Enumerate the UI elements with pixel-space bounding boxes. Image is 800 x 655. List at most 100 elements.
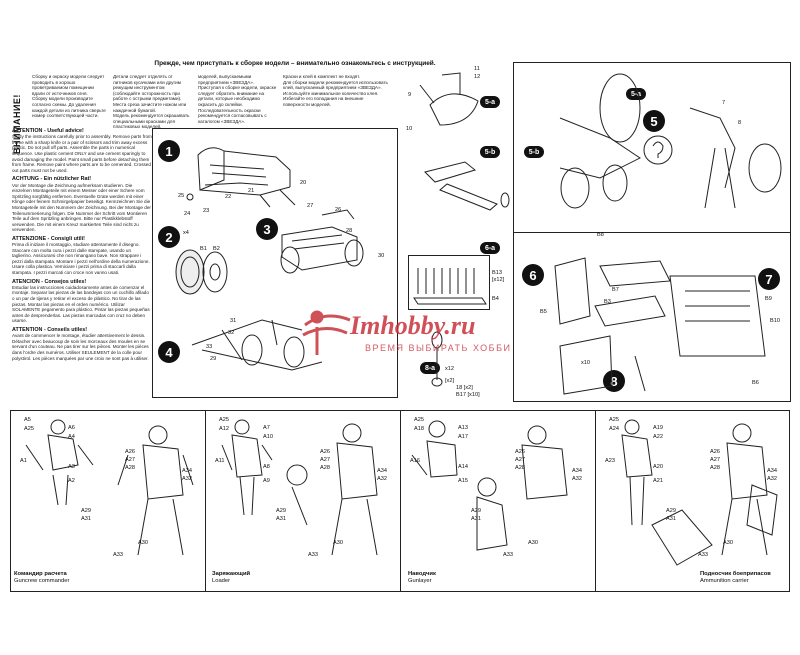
figure-3-part-label: A26 <box>515 449 525 455</box>
step-6a-pins-drawing <box>412 258 488 308</box>
figure-2-part-label: A12 <box>219 426 229 432</box>
figure-4-part-label: A22 <box>653 434 663 440</box>
figure-1-drawing <box>18 415 198 565</box>
figure-2-part-label: A29 <box>276 508 286 514</box>
part-label-8: 8 <box>738 120 742 126</box>
part-label-B9: B9 <box>765 296 772 302</box>
advice-it-head: ATTENZIONE - Consigli utili! <box>12 235 85 242</box>
advice-fr: ATTENTION - Conseils utiles! Avant de co… <box>12 327 152 361</box>
figure-2-part-label: A9 <box>263 478 270 484</box>
figure-3-drawing <box>407 415 587 565</box>
figure-1-part-label: A31 <box>81 516 91 522</box>
figure-2-part-label: A33 <box>308 552 318 558</box>
figure-4-part-label: A31 <box>666 516 676 522</box>
figure-2-title-ru: Заряжающий <box>212 571 251 577</box>
figure-1-part-label: A32 <box>182 476 192 482</box>
part-label-27: 27 <box>307 203 314 209</box>
advice-it-text: Prima di iniziare il montaggio, studiare… <box>12 242 150 276</box>
part-label-33: 33 <box>206 344 213 350</box>
figure-1-part-label: A2 <box>68 478 75 484</box>
figure-4-title-en: Ammunition carrier <box>700 578 749 584</box>
figure-2-part-label: A32 <box>377 476 387 482</box>
figure-3-part-label: A31 <box>471 516 481 522</box>
steps-5-8-divider <box>513 232 791 233</box>
figure-4-part-label: A26 <box>710 449 720 455</box>
figure-3-part-label: A18 <box>414 426 424 432</box>
part-label-B8: B8 <box>597 232 604 238</box>
figure-4-part-label: A34 <box>767 468 777 474</box>
part-label-28: 28 <box>346 228 353 234</box>
figure-4-part-label: A28 <box>710 465 720 471</box>
figure-4-part-label: A25 <box>609 417 619 423</box>
figure-3-part-label: A30 <box>528 540 538 546</box>
advice-de-text: Vor der Montage die Zeichnung aufmerksam… <box>12 182 151 233</box>
figure-2-part-label: A34 <box>377 468 387 474</box>
advice-es-head: ATENCION - Consejos utiles! <box>12 278 87 285</box>
figure-3-part-label: A32 <box>572 476 582 482</box>
ru-column-1: Сборку и окраску модели следует проводит… <box>32 74 106 119</box>
part-label-7: 7 <box>722 100 726 106</box>
figure-3-part-label: A15 <box>458 478 468 484</box>
shell-part-drawing <box>425 330 455 390</box>
part-label-30: 30 <box>378 253 385 259</box>
part-label-23: 23 <box>203 208 210 214</box>
figure-2-part-label: A28 <box>320 465 330 471</box>
advice-en-head: ATTENTION - Useful advice! <box>12 128 84 134</box>
shield-part-drawing <box>400 65 500 135</box>
figure-2-part-label: A8 <box>263 464 270 470</box>
figure-4-part-label: A33 <box>698 552 708 558</box>
advice-de-head: ACHTUNG - Ein nützlicher Rat! <box>12 176 92 183</box>
figure-4-part-label: A24 <box>609 426 619 432</box>
figure-3-part-label: A14 <box>458 464 468 470</box>
advice-es: ATENCION - Consejos utiles! Estudiar las… <box>12 279 152 324</box>
part-label-B13: B13 <box>492 270 502 276</box>
figure-2-title-en: Loader <box>212 578 231 584</box>
figure-divider-1 <box>205 410 206 592</box>
part-label-B10: B10 <box>770 318 780 324</box>
figure-3-part-label: A16 <box>410 458 420 464</box>
figure-3-part-label: A25 <box>414 417 424 423</box>
figure-4-part-label: A21 <box>653 478 663 484</box>
ru-column-3: моделей, выпускаемыми предприятием «ЗВЕЗ… <box>198 74 277 124</box>
step-3-badge: 3 <box>256 218 278 240</box>
step-6-badge: 6 <box>522 264 544 286</box>
part-label-x10: x10 <box>581 360 591 366</box>
part-label-20: 20 <box>300 180 307 186</box>
figure-1-part-label: A29 <box>81 508 91 514</box>
instruction-header: Прежде, чем приступать к сборке модели –… <box>154 60 436 67</box>
step-5b-right-badge: 5-b <box>524 146 544 158</box>
part-label-B3: B3 <box>604 299 611 305</box>
watermark-brand: Imhobby.ru <box>350 311 476 340</box>
advice-fr-head: ATTENTION - Conseils utiles! <box>12 327 88 334</box>
part-label-B6: B6 <box>752 380 759 386</box>
step-5-badge: 5 <box>643 110 665 132</box>
part-label-9: 9 <box>408 92 412 98</box>
figure-1-part-label: A34 <box>182 468 192 474</box>
advice-fr-text: Avant de commencer le montage, étudier a… <box>12 333 149 361</box>
figure-3-part-label: A28 <box>515 465 525 471</box>
figure-4-title: Подносчик боеприпасов Ammunition carrier <box>700 571 771 585</box>
part-label-B7: B7 <box>612 287 619 293</box>
figure-divider-3 <box>595 410 596 592</box>
figure-1-part-label: A28 <box>125 465 135 471</box>
watermark: Imhobby.ru ВРЕМЯ ВЫБИРАТЬ ХОББИ <box>295 305 545 365</box>
figure-2-part-label: A30 <box>333 540 343 546</box>
figure-4-part-label: A30 <box>723 540 733 546</box>
figure-3-title-en: Gunlayer <box>408 578 432 584</box>
steps-1-4-panel <box>152 128 398 398</box>
step-1-badge: 1 <box>158 140 180 162</box>
part-label-21: 21 <box>248 188 255 194</box>
figure-1-part-label: A3 <box>68 464 75 470</box>
step-7-badge: 7 <box>758 268 780 290</box>
figure-4-part-label: A32 <box>767 476 777 482</box>
part-label-B4: B4 <box>492 296 499 302</box>
figure-2-part-label: A7 <box>263 425 270 431</box>
part-label-x2: [x2] <box>445 378 455 384</box>
step-5a-badge: 5-a <box>480 96 500 108</box>
figure-3-title-ru: Наводчик <box>408 571 436 577</box>
figure-3-part-label: A13 <box>458 425 468 431</box>
ru-column-2: Детали следует отделять от литников куса… <box>113 74 190 130</box>
part-label-11: 11 <box>474 66 480 72</box>
advice-es-text: Estudiar las instrucciones cuidadosament… <box>12 284 150 324</box>
step-3-carriage-drawing <box>262 205 382 285</box>
